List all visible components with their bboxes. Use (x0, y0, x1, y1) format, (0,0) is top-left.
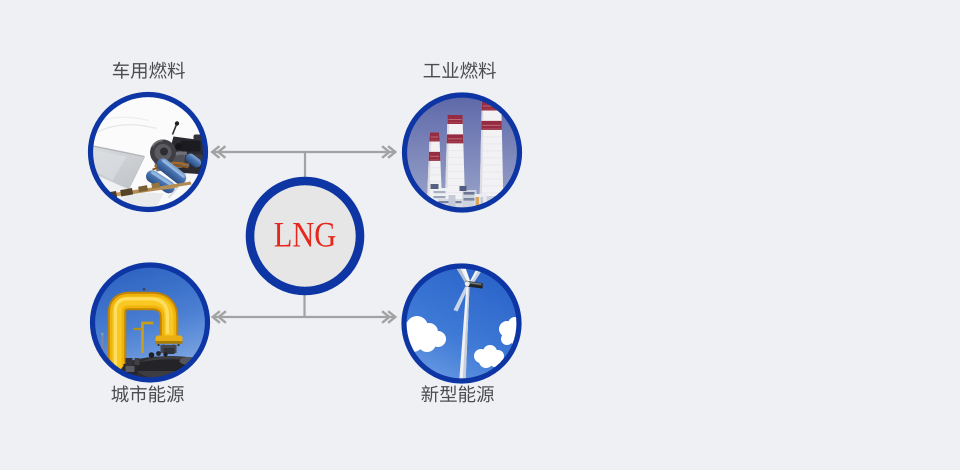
svg-text:LNG: LNG (274, 214, 337, 254)
